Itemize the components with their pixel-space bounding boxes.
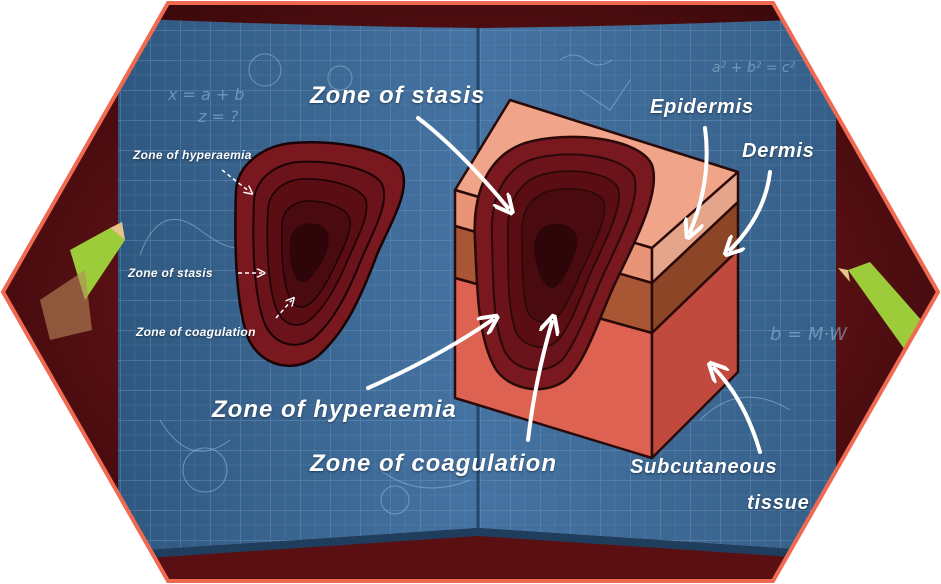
small-hyperaemia-label: Zone of hyperaemia <box>133 148 252 162</box>
epidermis-label: Epidermis <box>650 96 754 119</box>
sketch-formula-4: b = M·W <box>770 324 848 345</box>
small-stasis-label: Zone of stasis <box>128 266 213 280</box>
sketch-formula-3: a² + b² = c² <box>712 60 796 76</box>
stasis-label: Zone of stasis <box>310 82 485 110</box>
subcutaneous-label-line1: Subcutaneous <box>630 456 777 479</box>
small-coagulation-label: Zone of coagulation <box>136 325 256 339</box>
subcutaneous-label-line2: tissue <box>747 492 810 515</box>
sketch-formula-2: z = ? <box>197 107 239 126</box>
sketch-formula-1: x = a + b <box>167 85 245 104</box>
hyperaemia-label: Zone of hyperaemia <box>212 396 457 424</box>
coagulation-label: Zone of coagulation <box>310 450 557 478</box>
dermis-label: Dermis <box>742 140 815 163</box>
